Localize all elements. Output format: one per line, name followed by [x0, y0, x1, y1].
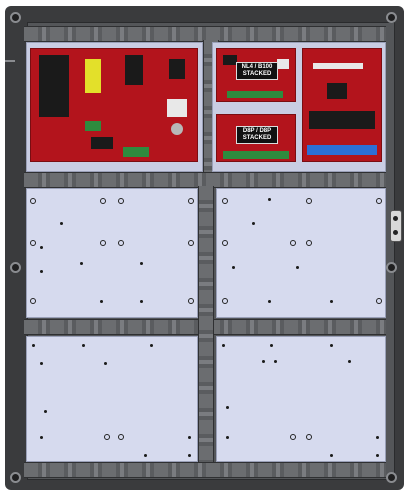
d8p-terminal-block — [223, 151, 289, 159]
tamper-switch-knob-top — [393, 216, 398, 221]
standoff — [290, 434, 296, 440]
transformer — [39, 55, 69, 117]
standoff — [118, 240, 124, 246]
pin-hole — [232, 266, 235, 269]
ethernet-jack — [277, 59, 289, 69]
pin-hole — [262, 360, 265, 363]
mount-hole-top-left — [10, 12, 21, 23]
standoff — [306, 240, 312, 246]
pin-hole — [348, 360, 351, 363]
pin-hole — [188, 436, 191, 439]
capacitor-block — [125, 55, 143, 85]
standoff — [188, 198, 194, 204]
pin-hole — [40, 246, 43, 249]
standoff — [100, 240, 106, 246]
standoff — [306, 198, 312, 204]
mount-hole-mid-right — [386, 262, 397, 273]
pin-hole — [252, 222, 255, 225]
pin-hole — [226, 436, 229, 439]
pin-hole — [268, 198, 271, 201]
standoff — [222, 198, 228, 204]
led-strip — [313, 63, 363, 69]
pin-hole — [100, 300, 103, 303]
relay-terminal-block — [307, 145, 377, 155]
standoff — [104, 434, 110, 440]
lower-right-bay — [216, 336, 386, 462]
nl4-b100-label: NL4 / B100 STACKED — [236, 62, 278, 80]
relay-bank — [309, 111, 375, 129]
nl4-b100-label-line2: STACKED — [242, 71, 272, 77]
standoff — [290, 240, 296, 246]
standoff — [118, 198, 124, 204]
pin-hole — [330, 300, 333, 303]
nl4-b100-label-line1: NL4 / B100 — [241, 64, 273, 70]
pin-hole — [150, 344, 153, 347]
relay-controller-board — [302, 48, 382, 162]
d8p-label: D8P / D8P STACKED — [236, 126, 278, 144]
network-chip — [223, 55, 237, 65]
tamper-switch-knob-bottom — [393, 230, 398, 235]
pin-hole — [104, 362, 107, 365]
standoff — [376, 198, 382, 204]
pin-hole — [80, 262, 83, 265]
terminal-block-bottom — [123, 147, 149, 157]
pin-hole — [40, 270, 43, 273]
middle-right-bay — [216, 188, 386, 318]
pin-hole — [330, 454, 333, 457]
pin-hole — [44, 410, 47, 413]
pin-hole — [226, 406, 229, 409]
d8p-label-line1: D8P / D8P — [242, 128, 272, 134]
standoff — [30, 298, 36, 304]
battery-cell — [171, 123, 183, 135]
pin-hole — [222, 344, 225, 347]
standoff — [100, 198, 106, 204]
standoff — [376, 298, 382, 304]
terminal-block-left — [85, 121, 101, 131]
bottom-rail — [24, 462, 386, 478]
relay — [167, 99, 187, 117]
standoff — [118, 434, 124, 440]
microcontroller — [327, 83, 347, 99]
pin-hole — [40, 436, 43, 439]
standoff — [188, 298, 194, 304]
mount-hole-bottom-left — [10, 472, 21, 483]
pin-hole — [274, 360, 277, 363]
pin-hole — [376, 454, 379, 457]
inductor — [85, 59, 101, 93]
pin-hole — [188, 454, 191, 457]
standoff — [306, 434, 312, 440]
ic-regulator — [169, 59, 185, 79]
tamper-switch[interactable] — [390, 210, 402, 242]
nl4-terminal-block — [227, 91, 283, 98]
mount-hole-top-right — [386, 12, 397, 23]
pin-hole — [296, 266, 299, 269]
power-supply-board — [30, 48, 198, 162]
pin-hole — [40, 362, 43, 365]
pin-hole — [330, 344, 333, 347]
mount-hole-bottom-right — [386, 472, 397, 483]
pin-hole — [140, 262, 143, 265]
pin-hole — [32, 344, 35, 347]
pin-hole — [376, 436, 379, 439]
standoff — [222, 240, 228, 246]
mount-hole-mid-left — [10, 262, 21, 273]
edge-tab-left — [5, 60, 15, 62]
pin-hole — [140, 300, 143, 303]
pin-hole — [60, 222, 63, 225]
standoff — [188, 240, 194, 246]
standoff — [30, 240, 36, 246]
pin-hole — [144, 454, 147, 457]
standoff — [30, 198, 36, 204]
lower-left-bay — [26, 336, 198, 462]
pin-hole — [268, 300, 271, 303]
standoff — [222, 298, 228, 304]
d8p-label-line2: STACKED — [242, 135, 272, 141]
middle-left-bay — [26, 188, 198, 318]
pin-hole — [82, 344, 85, 347]
connector-header — [91, 137, 113, 149]
pin-hole — [270, 344, 273, 347]
center-vertical-rail — [198, 186, 214, 462]
